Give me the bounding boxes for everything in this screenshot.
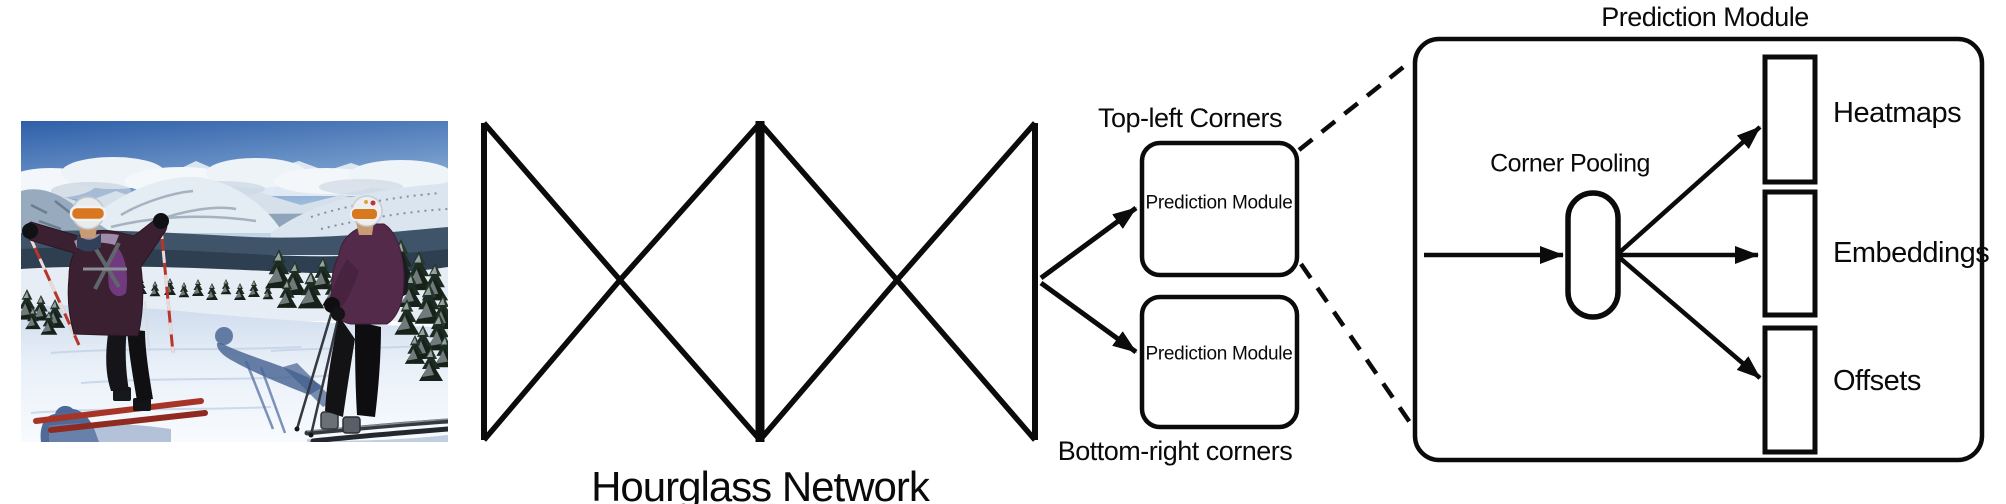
photo-left-skier [22,196,208,433]
prediction-module-detail-box [1412,36,1985,463]
hourglass-decoder-2 [893,121,1038,442]
dashed-connector-bottom [1299,262,1413,426]
prediction-module-title: Prediction Module [1601,2,1809,33]
arrow-to-top-module [1039,205,1138,281]
hourglass-decoder-1 [616,121,763,442]
arrow-to-bottom-module [1039,280,1138,355]
hourglass-network-shape [481,121,1038,442]
arrow-to-offsets [1618,256,1762,380]
bottom-right-corners-label: Bottom-right corners [1057,436,1293,467]
hourglass-network-label: Hourglass Network [591,462,930,504]
bottom-prediction-module-box [1139,294,1300,430]
embeddings-label: Embeddings [1833,237,1990,270]
heatmaps-label: Heatmaps [1833,97,1962,130]
top-prediction-module-box [1139,140,1300,278]
offsets-label: Offsets [1833,365,1921,398]
top-prediction-module-box-label: Prediction Module [1145,192,1293,214]
input-photo [21,121,448,442]
corner-pooling-pill [1565,190,1621,320]
hourglass-encoder-1 [481,121,624,442]
photo-right-skier [294,195,448,442]
top-left-corners-label: Top-left Corners [1097,103,1283,134]
bottom-prediction-module-box-label: Prediction Module [1145,343,1293,365]
dashed-connector-top [1297,59,1413,152]
embeddings-rect [1762,189,1818,318]
hourglass-encoder-2 [757,121,901,442]
offsets-rect [1762,325,1818,455]
corner-pooling-label: Corner Pooling [1490,149,1650,178]
heatmaps-rect [1762,54,1818,185]
arrow-to-heatmaps [1618,125,1762,254]
